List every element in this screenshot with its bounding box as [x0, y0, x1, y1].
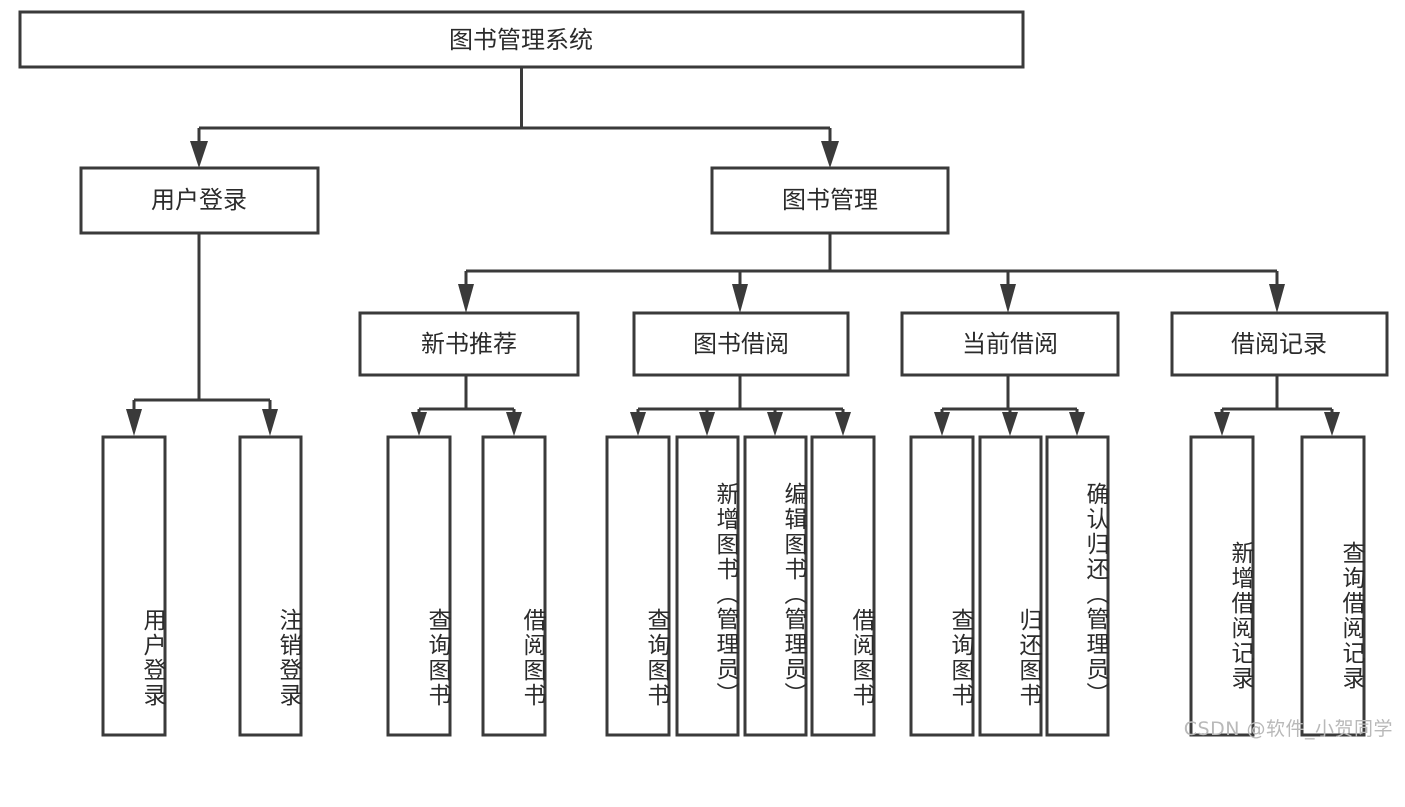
node-label-book-borrow: 图书借阅	[693, 330, 789, 358]
arrow-head-book-management	[821, 141, 839, 168]
node-label-borrow-record: 借阅记录	[1231, 330, 1327, 358]
arrow-head-leaf-query-book-2	[630, 412, 646, 436]
arrow-head-leaf-user-login	[126, 409, 142, 436]
node-box-leaf-borrow-book-1[interactable]	[481, 435, 547, 737]
arrow-head-leaf-logout-login	[262, 409, 278, 436]
node-label-current-borrow: 当前借阅	[962, 330, 1058, 358]
node-box-leaf-add-record[interactable]	[1189, 435, 1255, 737]
node-box-leaf-add-book[interactable]	[675, 435, 740, 737]
arrow-head-leaf-edit-book	[767, 412, 783, 436]
node-box-leaf-borrow-book-2[interactable]	[810, 435, 876, 737]
node-box-leaf-query-record[interactable]	[1300, 435, 1366, 737]
arrow-head-leaf-query-record	[1324, 412, 1340, 436]
node-box-borrow-record[interactable]	[1170, 311, 1389, 377]
node-box-leaf-return-book[interactable]	[978, 435, 1043, 737]
arrow-head-borrow-record	[1269, 284, 1285, 313]
node-box-leaf-logout-login[interactable]	[238, 435, 303, 737]
arrow-head-leaf-borrow-book-2	[835, 412, 851, 436]
arrow-head-leaf-query-book-1	[411, 412, 427, 436]
node-box-leaf-confirm-return[interactable]	[1045, 435, 1110, 737]
arrow-head-current-borrow	[1000, 284, 1016, 313]
node-box-book-borrow[interactable]	[632, 311, 850, 377]
flowchart-canvas: 图书管理系统 用户登录 图书管理 新书推荐 图书借阅 当前借阅 借阅记录	[18, 10, 1393, 740]
arrow-head-leaf-confirm-return	[1069, 412, 1085, 436]
node-box-leaf-user-login[interactable]	[101, 435, 167, 737]
connector-layer	[126, 67, 1340, 436]
node-box-leaf-query-book-3[interactable]	[909, 435, 975, 737]
arrow-head-new-book-recommend	[458, 284, 474, 313]
arrow-head-leaf-return-book	[1002, 412, 1018, 436]
node-box-leaf-query-book-2[interactable]	[605, 435, 671, 737]
node-box-book-management[interactable]	[710, 166, 950, 235]
arrow-head-user-login	[190, 141, 208, 168]
node-box-new-book-recommend[interactable]	[358, 311, 580, 377]
watermark-text: CSDN @软件_小贺同学	[1183, 718, 1393, 740]
arrow-head-book-borrow	[732, 284, 748, 313]
node-box-user-login[interactable]	[79, 166, 320, 235]
node-label-new-book-recommend: 新书推荐	[421, 330, 517, 358]
node-box-book-management-system[interactable]	[18, 10, 1025, 69]
node-box-current-borrow[interactable]	[900, 311, 1120, 377]
node-box-leaf-edit-book[interactable]	[743, 435, 808, 737]
node-box-leaf-query-book-1[interactable]	[386, 435, 452, 737]
arrow-head-leaf-borrow-book-1	[506, 412, 522, 436]
arrow-head-leaf-add-book	[699, 412, 715, 436]
node-layer: 图书管理系统 用户登录 图书管理 新书推荐 图书借阅 当前借阅 借阅记录	[18, 10, 1389, 737]
flowchart-svg: 图书管理系统 用户登录 图书管理 新书推荐 图书借阅 当前借阅 借阅记录	[18, 10, 1389, 737]
node-label-user-login: 用户登录	[151, 186, 247, 214]
node-label-book-management: 图书管理	[782, 186, 878, 214]
node-label-book-management-system: 图书管理系统	[449, 26, 593, 54]
arrow-head-leaf-query-book-3	[934, 412, 950, 436]
arrow-head-leaf-add-record	[1214, 412, 1230, 436]
